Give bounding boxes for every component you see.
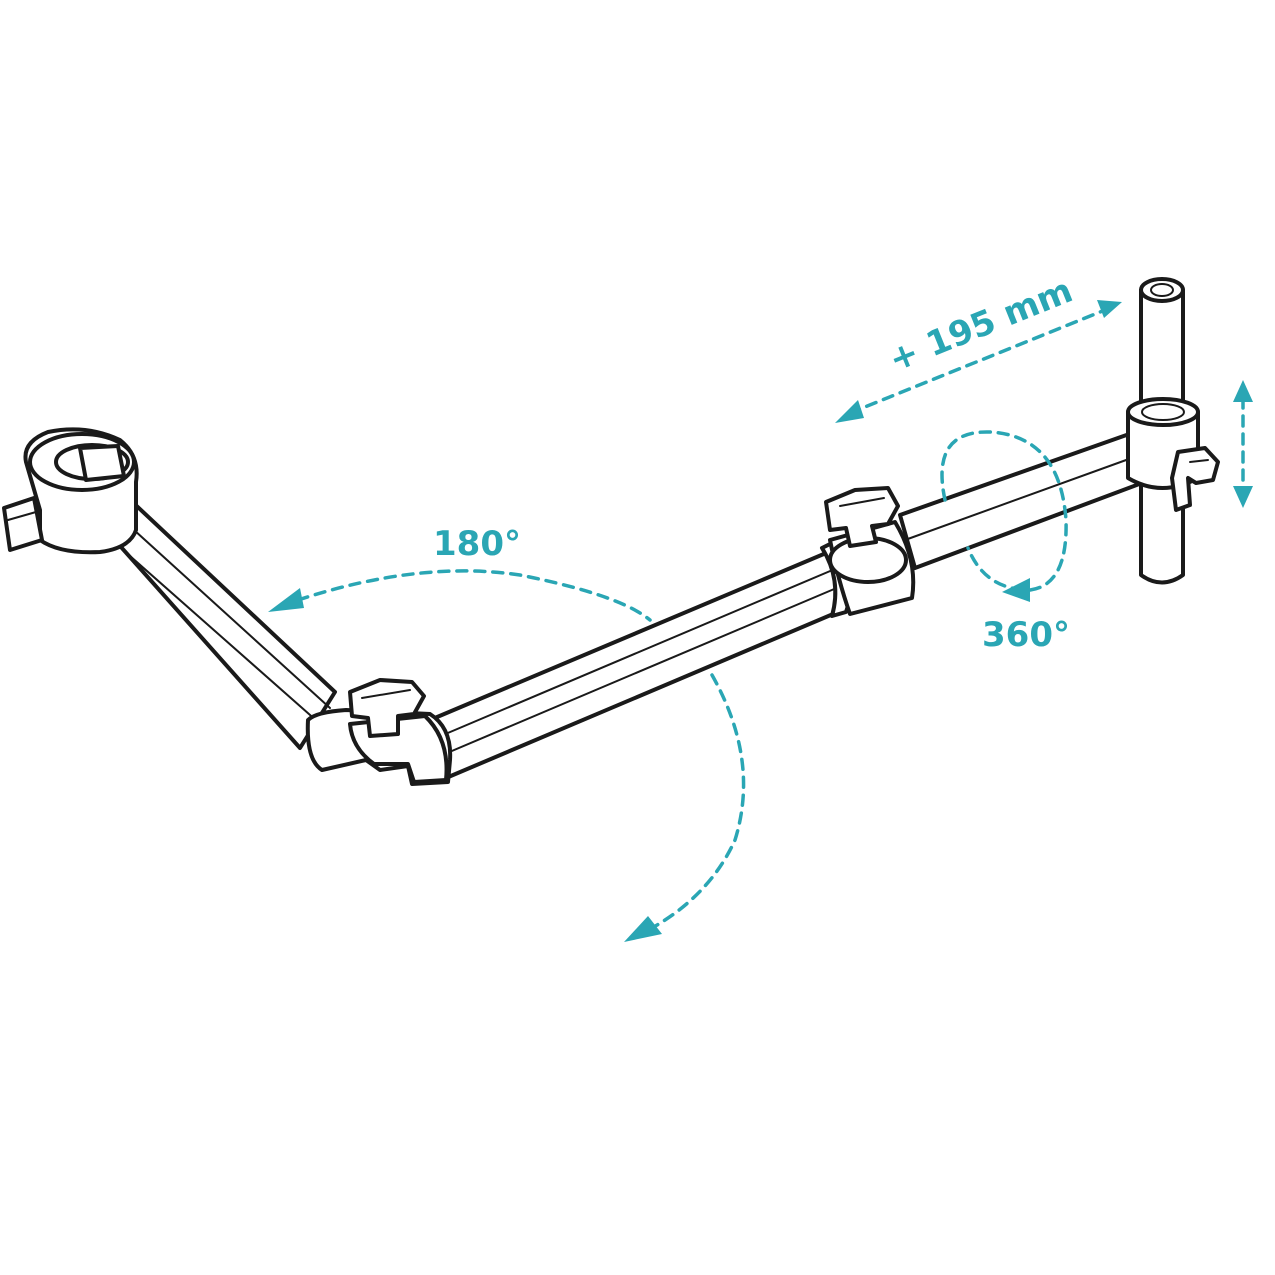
height-arrowhead-bottom	[1233, 486, 1253, 508]
extension-arrowhead-right	[1097, 300, 1122, 318]
ring-clamp	[2, 427, 139, 555]
rotation-arrowhead	[1002, 578, 1030, 602]
tilt-label: 180°	[433, 524, 521, 564]
rotation-arrow	[940, 430, 1068, 602]
height-arrowhead-top	[1233, 380, 1253, 402]
height-arrow	[1233, 380, 1253, 508]
tilt-arrow	[268, 569, 746, 942]
arm-assembly	[2, 277, 1220, 786]
pole-clamp-knob	[1170, 446, 1220, 512]
telescopic-rod	[898, 430, 1152, 570]
extension-arrow	[835, 300, 1122, 423]
rotation-label: 360°	[982, 615, 1070, 655]
extension-arrowhead-left	[835, 400, 864, 423]
tilt-arrowhead-bottom	[624, 916, 662, 942]
rod-joint-knob	[824, 486, 900, 548]
tilt-arrowhead-left	[268, 588, 304, 612]
elbow-knob	[348, 678, 426, 738]
extension-label: + 195 mm	[883, 271, 1078, 381]
long-arm-tube	[428, 538, 854, 780]
